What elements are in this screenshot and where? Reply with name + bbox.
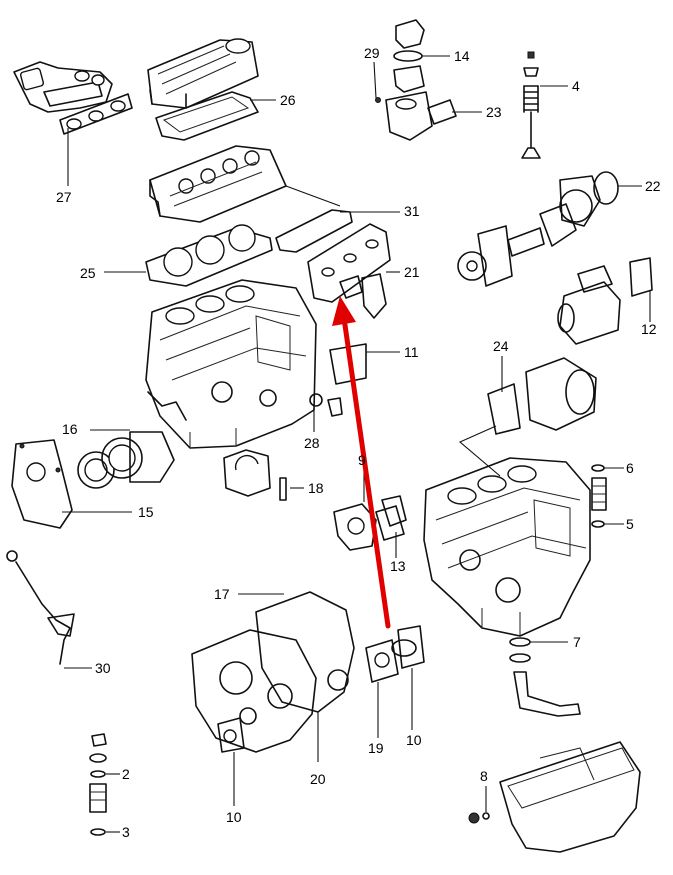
callout-25: 25 [80,265,96,281]
oil-pump [333,495,407,551]
callout-22: 22 [645,178,661,194]
callout-30: 30 [95,660,111,676]
exhaust-manifold [13,61,113,113]
front-plate-gasket [11,439,73,529]
callout-14: 14 [454,48,470,64]
callout-12: 12 [641,321,657,337]
callout-10-seal: 10 [406,732,422,748]
callout-8: 8 [480,768,488,784]
callout-31: 31 [404,203,420,219]
dipstick [6,550,75,665]
callout-15: 15 [138,504,154,520]
callout-28: 28 [304,435,320,451]
drain-plug [309,393,343,417]
cylinder-head [149,145,287,223]
callout-29: 29 [364,45,380,61]
water-pump [457,171,619,287]
oil-filter-parts [591,464,607,528]
callout-13: 13 [390,558,406,574]
valve-cover-gasket [155,91,259,141]
intake-manifold [307,223,391,303]
callout-24: 24 [493,338,509,354]
callout-5: 5 [626,516,634,532]
side-plate [329,273,387,385]
starter-motor [557,257,653,345]
engine-block-upper [145,279,317,449]
callout-16: 16 [62,421,78,437]
crank-seal-retainer [365,625,425,683]
callout-6: 6 [626,460,634,476]
intake-gasket [275,209,353,253]
callout-7: 7 [573,634,581,650]
callout-26: 26 [280,92,296,108]
valve-assembly [521,51,541,159]
flywheel-housing [487,357,597,435]
callout-9: 9 [358,452,366,468]
timing-cover-gasket [255,591,355,713]
callout-27: 27 [56,189,72,205]
callout-20: 20 [310,771,326,787]
injector-assembly [89,733,107,836]
callout-2: 2 [122,766,130,782]
oil-pickup [509,637,581,717]
callout-18: 18 [308,480,324,496]
timing-gear-cover [191,629,317,753]
callout-17: 17 [214,586,230,602]
thermostat-housing [375,19,457,141]
callout-19: 19 [368,740,384,756]
callout-21: 21 [404,264,420,280]
callout-3: 3 [122,824,130,840]
callout-23: 23 [486,104,502,120]
rear-seal-assembly [77,431,175,489]
small-gasket-a [217,717,245,753]
callout-4: 4 [572,78,580,94]
engine-block-lower [423,457,591,637]
valve-cover [147,38,259,109]
main-bearing-cap [223,449,287,501]
callout-10-gasket: 10 [226,809,242,825]
exhaust-manifold-gasket [59,93,133,135]
callout-11: 11 [404,344,419,360]
head-gasket [145,224,273,287]
highlight-arrow [332,296,391,629]
oil-pan [468,741,641,853]
